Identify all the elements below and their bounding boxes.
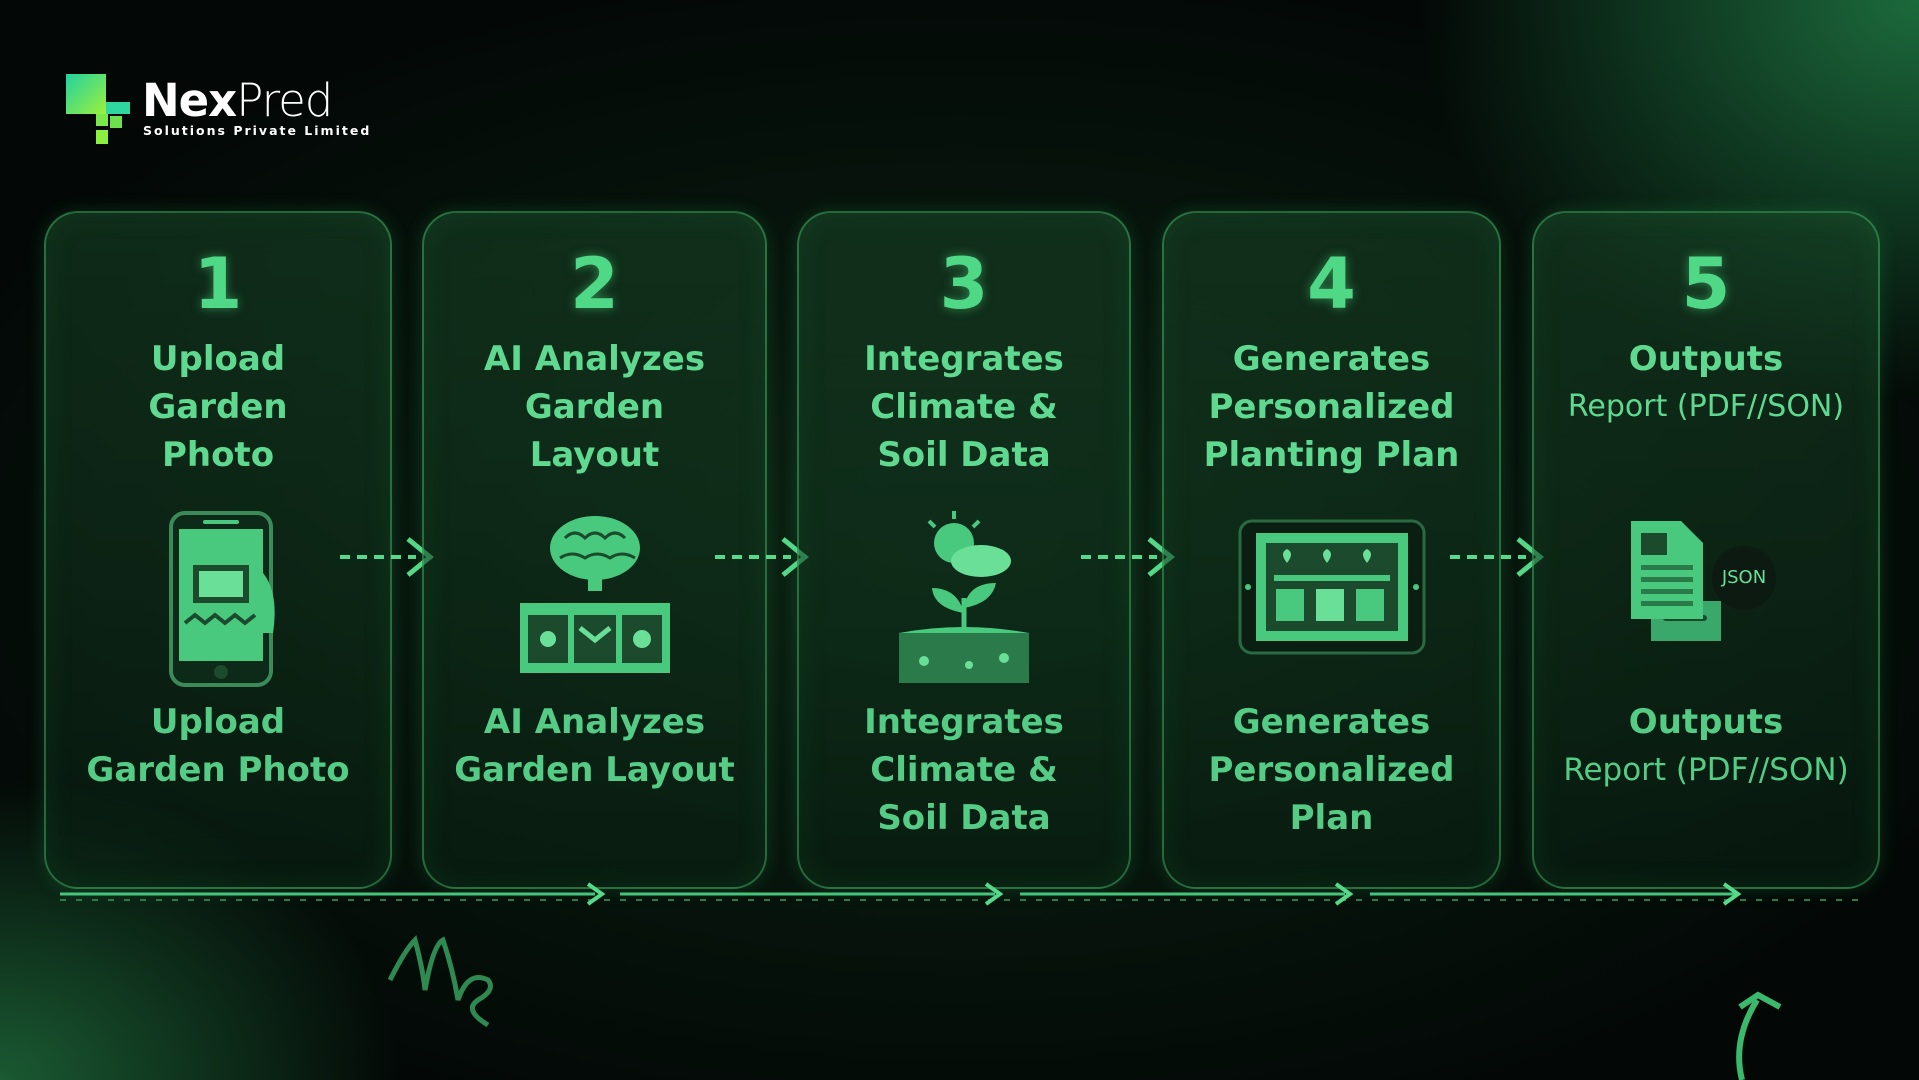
brand-subtitle: Solutions Private Limited (143, 123, 372, 138)
step-card-2: 2 AI Analyzes Garden Layout AI Analyzes … (422, 211, 767, 889)
step-number: 2 (570, 243, 619, 325)
step-bottom-text: Upload Garden Photo (86, 702, 350, 790)
brand-name: NexPred (142, 74, 333, 127)
step-bottom-subtitle: Report (PDF//SON) (1563, 752, 1849, 788)
smartphone-photo-icon (169, 511, 275, 687)
step-card-4: 4 Generates Personalized Planting Plan G… (1162, 211, 1501, 889)
brain-garden-icon (519, 516, 670, 673)
curved-arrow-up-icon (1736, 991, 1782, 1080)
tablet-planting-plan-icon (1238, 519, 1425, 655)
step-number: 4 (1307, 243, 1356, 325)
step-bottom-title: Outputs (1628, 702, 1784, 742)
step-card-3: 3 Integrates Climate & Soil Data Integra… (797, 211, 1131, 889)
json-badge: JSON (1721, 567, 1767, 588)
step-card-5: 5 Outputs Report (PDF//SON) JSON Outputs… (1532, 211, 1880, 889)
step-card-1: 1 Upload Garden Photo Upload Garden Phot… (44, 211, 392, 889)
timeline-arrow-line (60, 882, 1860, 906)
document-json-icon: JSON (1611, 503, 1801, 693)
step-title: Outputs (1628, 339, 1784, 379)
step-bottom-text: Generates Personalized Plan (1208, 702, 1455, 838)
step-bottom-text: Integrates Climate & Soil Data (864, 702, 1064, 838)
step-number: 3 (939, 243, 989, 325)
step-title: Integrates Climate & Soil Data (864, 339, 1064, 475)
step-title: Generates Personalized Planting Plan (1203, 339, 1460, 475)
nexpred-logo-icon (66, 74, 130, 144)
step-subtitle: Report (PDF//SON) (1567, 389, 1845, 424)
step-title: AI Analyzes Garden Layout (483, 339, 706, 475)
document-icon (1631, 521, 1776, 641)
step-title: Upload Garden Photo (148, 339, 288, 475)
step-number: 1 (193, 243, 243, 325)
weather-soil-sprout-icon (899, 511, 1029, 683)
step-bottom-text: AI Analyzes Garden Layout (454, 702, 735, 790)
squiggle-signature-icon (388, 935, 493, 1028)
step-number: 5 (1681, 243, 1731, 325)
